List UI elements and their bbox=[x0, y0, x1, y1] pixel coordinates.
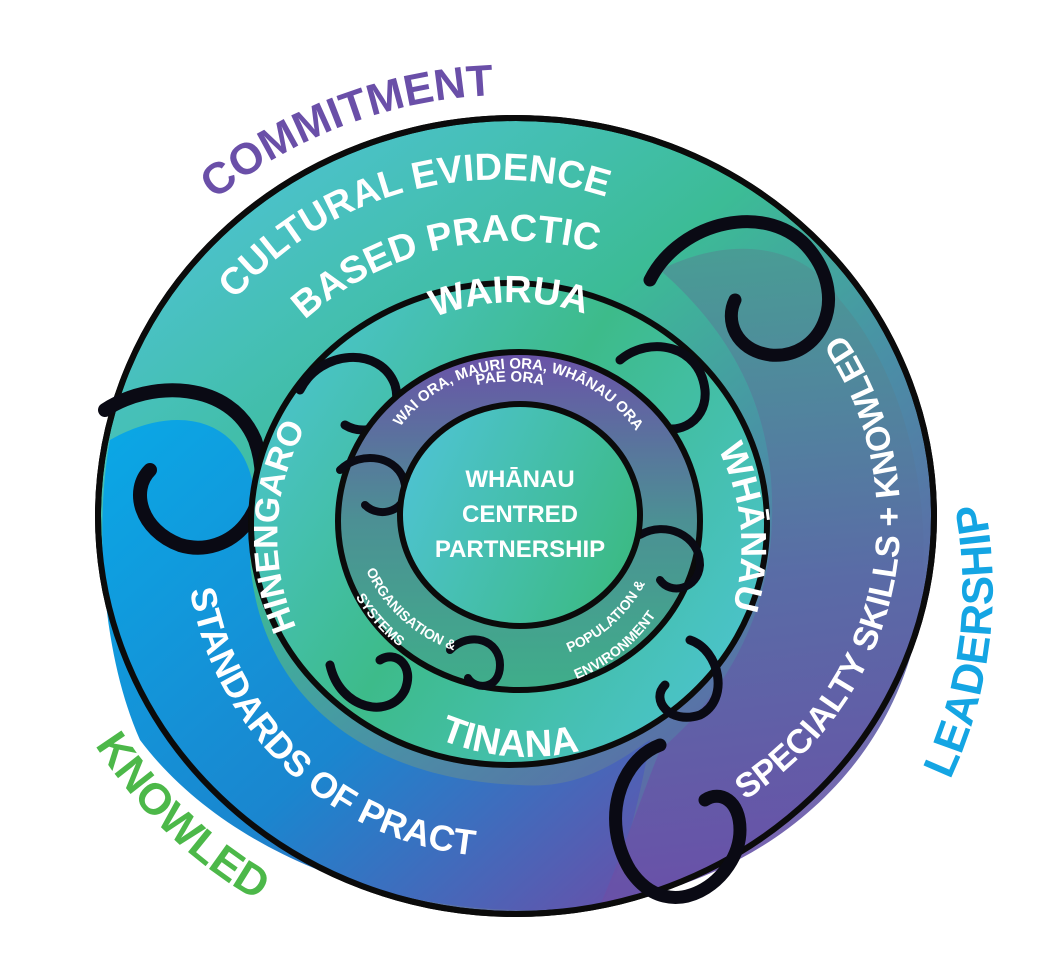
pae-ora-label: PAE ORA bbox=[474, 368, 546, 389]
koru-bottom-right-icon bbox=[609, 738, 747, 904]
outer-ring-blue-segment bbox=[102, 420, 650, 911]
koru-inner-bottom-icon bbox=[446, 635, 505, 690]
center-line-3: PARTNERSHIP bbox=[435, 536, 605, 563]
koru-inner-right-icon bbox=[636, 525, 705, 593]
koru-middle-br-icon bbox=[655, 635, 723, 722]
koru-middle-bl-icon bbox=[325, 652, 413, 712]
center-line-1: WHĀNAU bbox=[465, 466, 574, 493]
outer-ring-purple-segment bbox=[600, 248, 924, 906]
center-line-2: CENTRED bbox=[462, 501, 578, 528]
center-circle bbox=[397, 401, 643, 629]
koru-top-right-icon bbox=[643, 215, 835, 362]
